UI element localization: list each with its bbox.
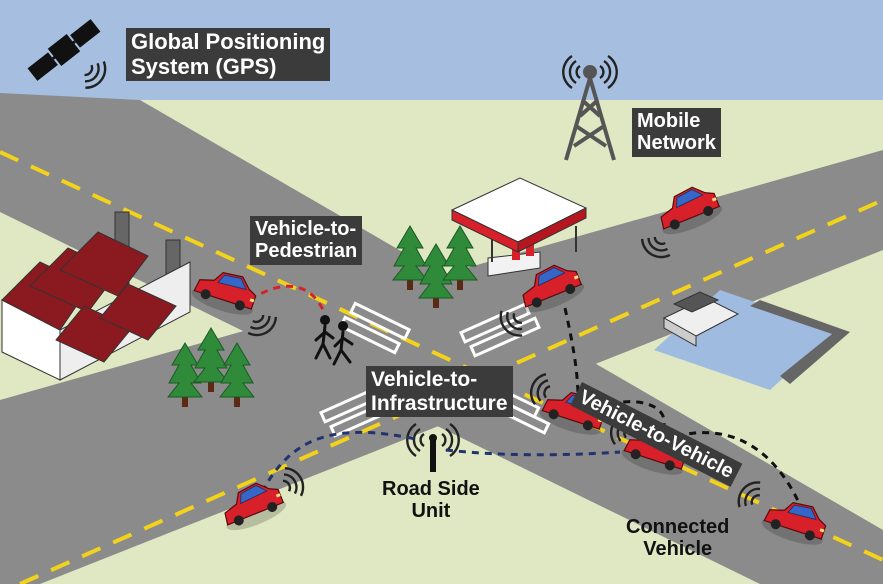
connected-vehicle-label: Connected Vehicle: [626, 516, 729, 561]
v2p-label-line-1: Vehicle-to-: [255, 218, 357, 240]
v2v-link-3: [663, 431, 802, 506]
pedestrian-icon: [314, 315, 354, 366]
road-side-unit-icon: [429, 434, 437, 472]
airport-icon: [654, 290, 850, 390]
v2i-link-right: [445, 448, 621, 457]
mobile-network-label: Mobile Network: [632, 108, 721, 157]
gps-label-line-1: Global Positioning: [131, 29, 326, 54]
cell-tower-icon: [564, 65, 616, 161]
satellite-icon: [27, 19, 101, 81]
mobile-network-label-line-1: Mobile: [637, 110, 701, 132]
road-side-unit-label: Road Side Unit: [382, 478, 480, 523]
mobile-network-label-line-2: Network: [637, 132, 716, 155]
connected-vehicle-label-line-1: Connected: [626, 516, 730, 538]
v2i-label-line-2: Infrastructure: [371, 391, 508, 415]
v2i-label: Vehicle-to- Infrastructure: [366, 366, 513, 418]
v2p-label-line-2: Pedestrian: [255, 240, 358, 263]
factory-icon: [1, 211, 191, 381]
gps-label: Global Positioning System (GPS): [126, 28, 331, 82]
v2p-label: Vehicle-to- Pedestrian: [250, 216, 363, 265]
gas-station-icon: [450, 177, 588, 277]
v2i-link-left: [260, 430, 421, 493]
gps-label-line-2: System (GPS): [131, 53, 277, 79]
v2i-label-line-1: Vehicle-to-: [371, 368, 478, 391]
connected-vehicle-label-line-2: Vehicle: [643, 538, 713, 561]
rsu-label-line-2: Unit: [411, 500, 451, 523]
v2p-link: [249, 284, 326, 313]
rsu-label-line-1: Road Side: [382, 478, 480, 500]
